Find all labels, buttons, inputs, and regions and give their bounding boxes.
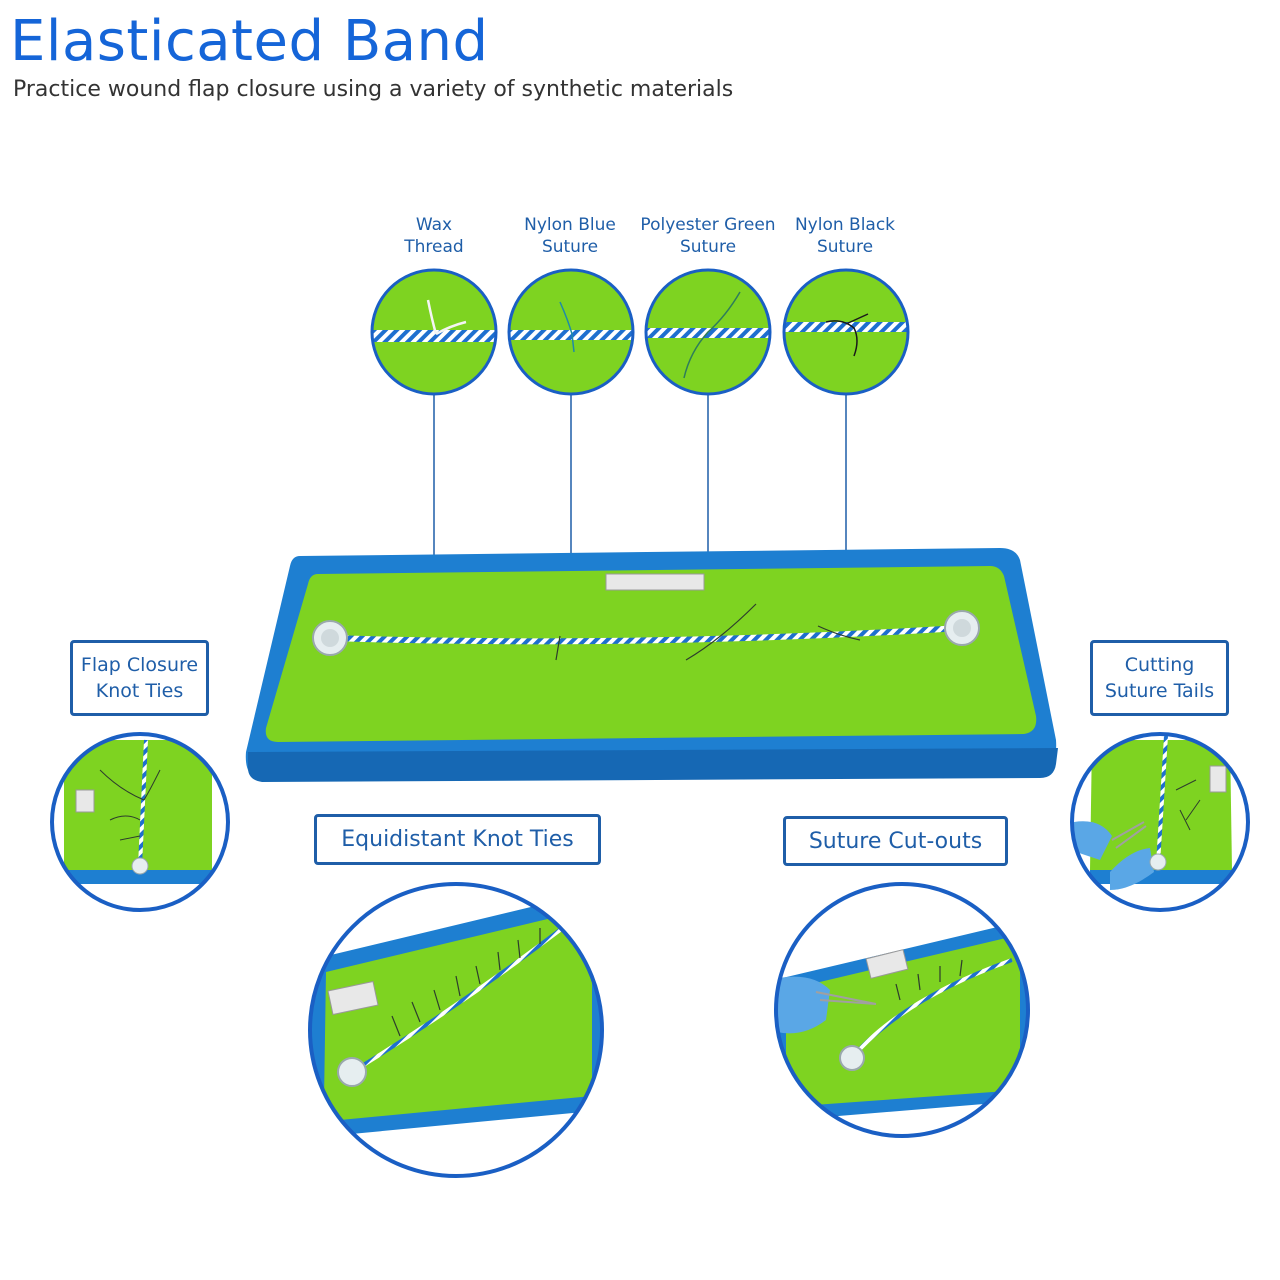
zoom-circle-polyester-green [644,268,772,396]
label-polyester-green-suture: Polyester Green Suture [640,215,776,257]
page-subtitle: Practice wound flap closure using a vari… [13,77,734,102]
page-title: Elasticated Band [10,9,489,74]
zoom-circle-nylon-black [782,268,910,396]
zoom-circle-suture-cut-outs [774,882,1030,1138]
callout-flap-closure: Flap Closure Knot Ties [70,640,209,716]
zoom-circle-cutting-suture-tails [1070,732,1250,912]
label-nylon-black-suture: Nylon Black Suture [794,215,896,257]
label-wax-thread: Wax Thread [404,215,464,257]
callout-equidistant-knot-ties: Equidistant Knot Ties [314,814,601,865]
callout-suture-cut-outs: Suture Cut-outs [783,816,1008,866]
zoom-circle-wax-thread [370,268,498,396]
callout-cutting-suture-tails: Cutting Suture Tails [1090,640,1229,716]
suture-pad [245,548,1058,782]
zoom-circle-nylon-blue [507,268,635,396]
zoom-circle-flap-closure [50,732,230,912]
zoom-circle-equidistant-knot-ties [308,882,604,1178]
label-nylon-blue-suture: Nylon Blue Suture [524,215,616,257]
